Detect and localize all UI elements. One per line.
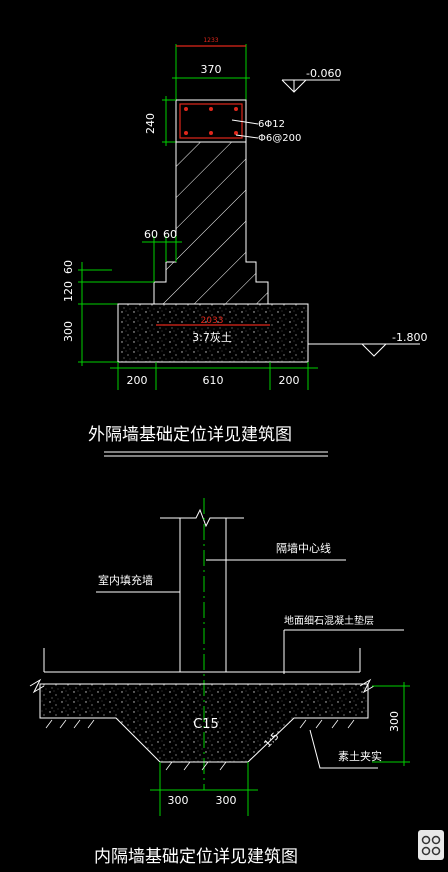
bottom-foundation-detail: 隔墙中心线 室内填充墙 地面细石混凝土垫层 C15 1:5 素土夹实 bbox=[29, 498, 410, 867]
left-vertical-dimensions: 60 120 300 bbox=[62, 260, 154, 366]
centerline-label: 隔墙中心线 bbox=[276, 541, 331, 555]
bottom-right-dim: 300 bbox=[216, 794, 237, 807]
concrete-label: C15 bbox=[193, 717, 219, 732]
top-width-dimension: 1233 370 bbox=[172, 37, 250, 100]
bottom-left-dim: 300 bbox=[168, 794, 189, 807]
footing-red-label: 2033 bbox=[201, 316, 224, 326]
elevation-bottom-label: -1.800 bbox=[392, 331, 427, 344]
step-dimensions: 60 60 bbox=[142, 228, 182, 282]
step-a-label: 60 bbox=[144, 228, 158, 241]
height-dim-label: 300 bbox=[388, 711, 401, 732]
bottom-right-label: 200 bbox=[279, 374, 300, 387]
top-width-red-label: 1233 bbox=[203, 37, 218, 44]
beam-height-label: 240 bbox=[144, 113, 157, 134]
footing-material-label: 3:7灰土 bbox=[192, 330, 232, 344]
v120-label: 120 bbox=[62, 281, 75, 302]
bottom-mid-label: 610 bbox=[203, 374, 224, 387]
v60-label: 60 bbox=[62, 260, 75, 274]
soil-hatching bbox=[45, 719, 355, 771]
interior-wall-label: 室内填充墙 bbox=[98, 573, 153, 587]
top-foundation-detail: 1233 370 -0.060 6Φ12 Φ6@200 240 bbox=[62, 37, 427, 457]
rebar-stirrup-label: Φ6@200 bbox=[258, 133, 301, 144]
rebar-main-label: 6Φ12 bbox=[258, 119, 285, 130]
bottom-caption: 内隔墙基础定位详见建筑图 bbox=[94, 847, 298, 867]
compacted-soil-label: 素土夹实 bbox=[338, 749, 382, 763]
elevation-bottom-marker: -1.800 bbox=[308, 331, 427, 357]
footing-block bbox=[117, 303, 309, 363]
bottom-left-label: 200 bbox=[127, 374, 148, 387]
top-width-label: 370 bbox=[201, 63, 222, 76]
qr-code-icon[interactable] bbox=[418, 830, 444, 860]
rebar-cage bbox=[179, 103, 243, 139]
v300-label: 300 bbox=[62, 321, 75, 342]
floor-layer-label: 地面细石混凝土垫层 bbox=[284, 614, 374, 627]
rebar-dots bbox=[184, 107, 238, 135]
step-b-label: 60 bbox=[163, 228, 177, 241]
bottom-dimensions: 200 610 200 bbox=[110, 362, 318, 390]
elevation-top-marker: -0.060 bbox=[281, 67, 341, 93]
brick-wall bbox=[153, 141, 269, 305]
elevation-top-label: -0.060 bbox=[306, 67, 341, 80]
top-caption: 外隔墙基础定位详见建筑图 bbox=[88, 425, 292, 445]
